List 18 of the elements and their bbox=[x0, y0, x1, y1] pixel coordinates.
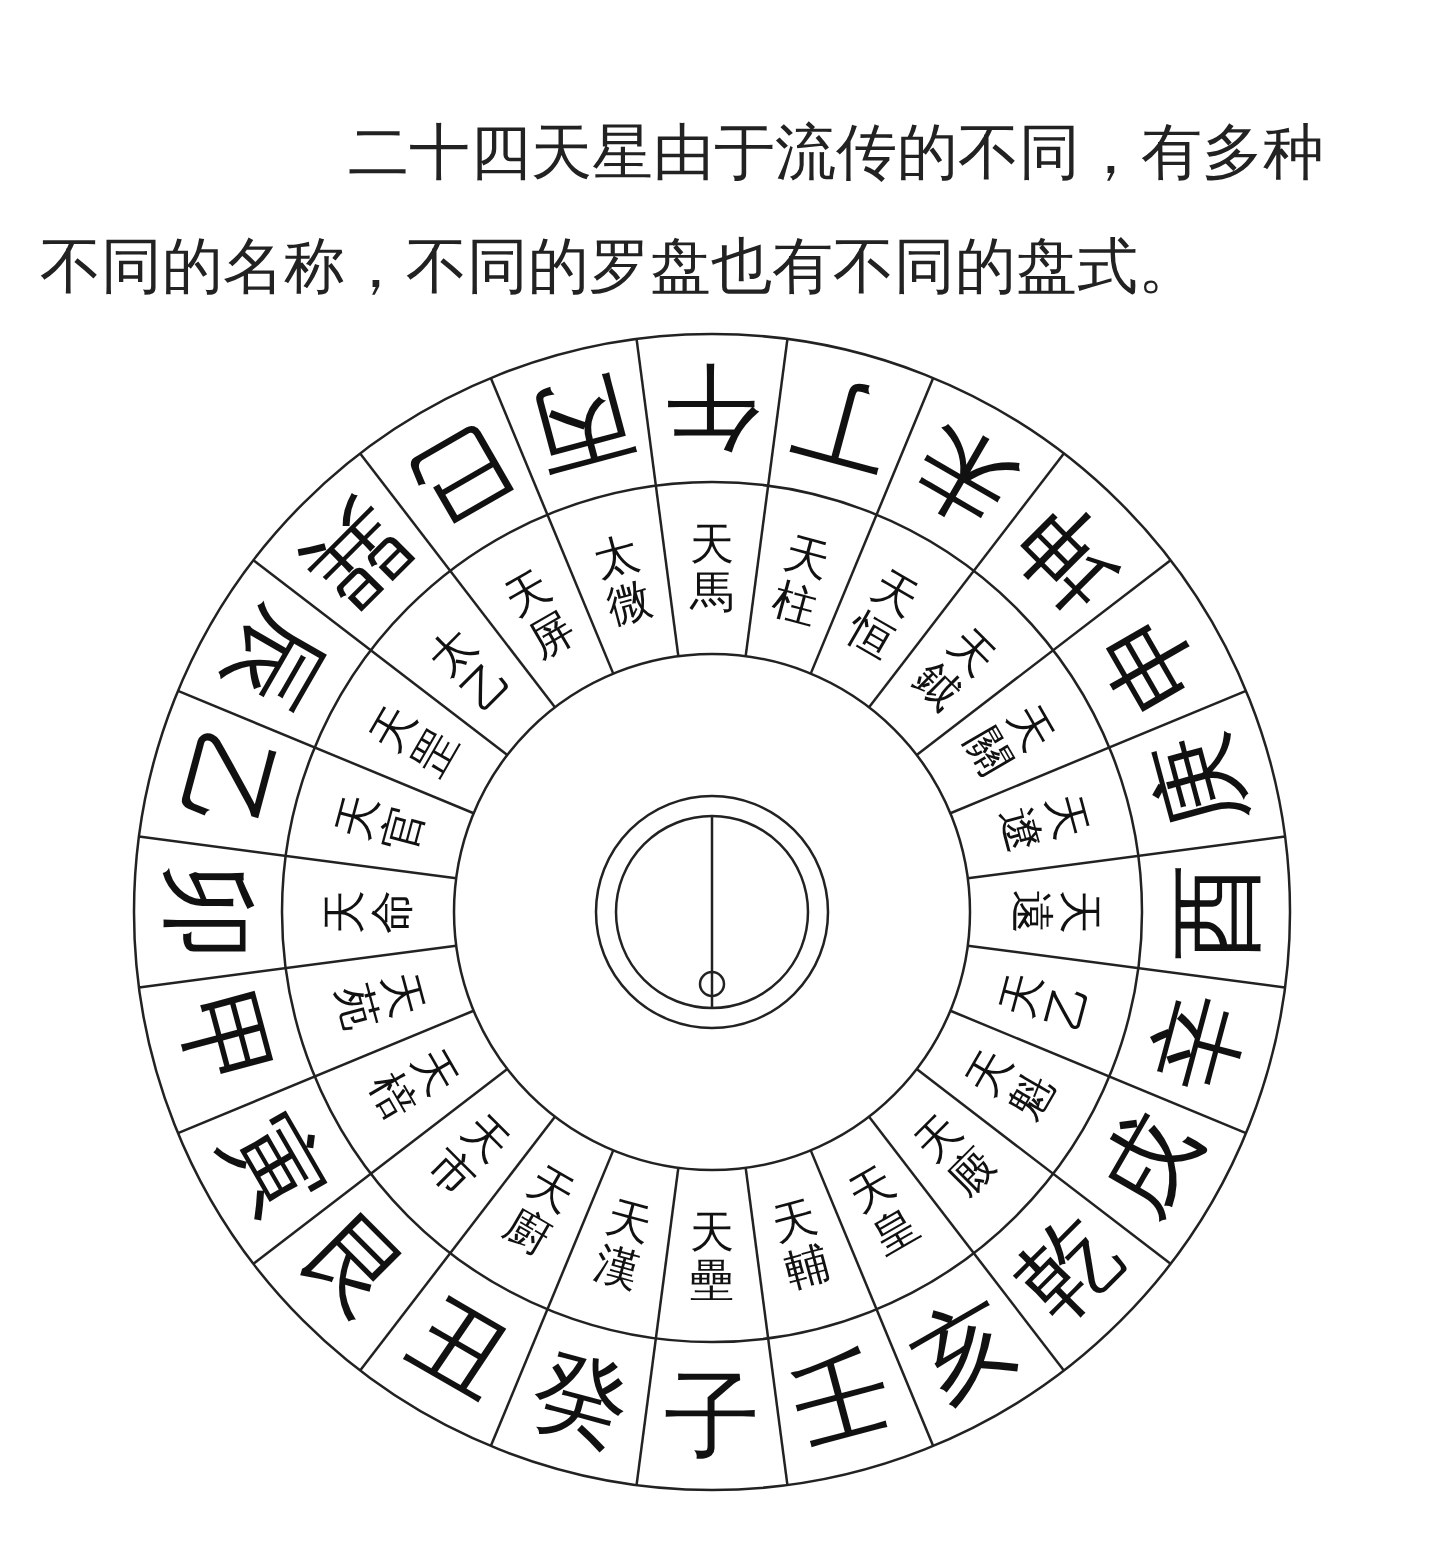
direction-character: 丁 bbox=[775, 357, 910, 493]
direction-character: 子 bbox=[657, 1361, 767, 1471]
direction-character: 丙 bbox=[514, 357, 649, 493]
direction-character: 辛 bbox=[1131, 975, 1267, 1110]
star-name: 天遠 bbox=[1006, 884, 1106, 940]
star-name: 天馬 bbox=[684, 518, 740, 618]
direction-character: 卯 bbox=[153, 857, 263, 967]
direction-character: 壬 bbox=[775, 1331, 910, 1467]
star-name: 天壘 bbox=[684, 1206, 740, 1306]
star-name: 天柱 bbox=[761, 524, 841, 636]
title-text: 二十四天星由于流传的不同，有多种不同的名称，不同的罗盘也有不同的盘式。 bbox=[40, 115, 1325, 303]
star-name: 天遼 bbox=[988, 782, 1100, 863]
direction-character: 庚 bbox=[1131, 714, 1267, 849]
direction-character: 乙 bbox=[157, 714, 293, 849]
star-name: 天命 bbox=[318, 884, 418, 940]
direction-character: 甲 bbox=[157, 975, 293, 1110]
direction-character: 酉 bbox=[1161, 857, 1271, 967]
direction-character: 午 bbox=[657, 353, 767, 463]
